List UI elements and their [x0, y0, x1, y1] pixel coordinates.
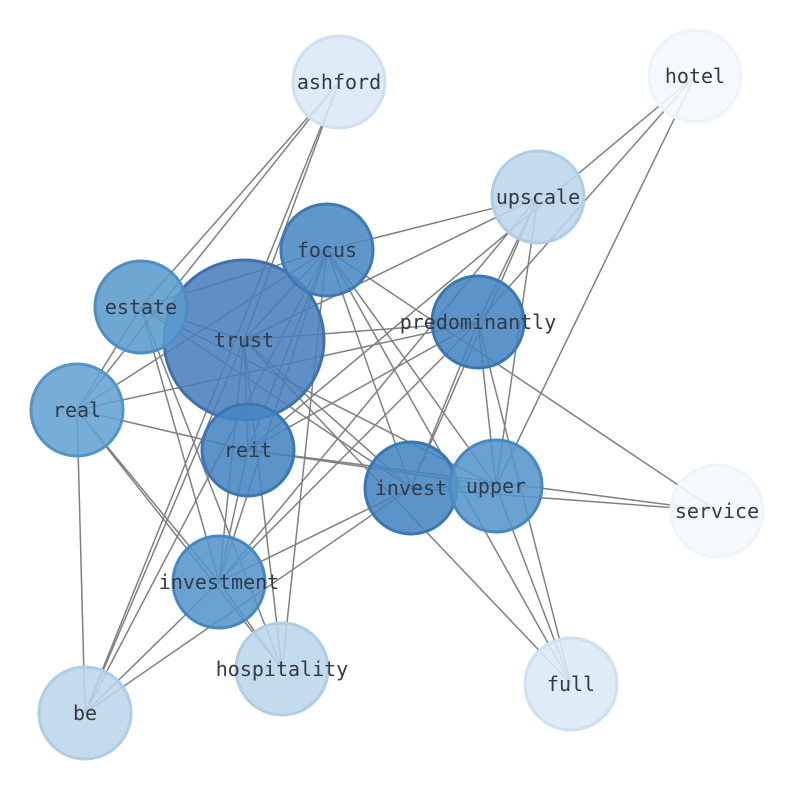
node-label-hospitality: hospitality — [216, 657, 348, 681]
edge-focus-service — [326, 249, 718, 512]
node-label-upper: upper — [466, 474, 526, 498]
node-circle-focus — [279, 202, 375, 298]
edge-estate-hospitality — [140, 306, 283, 670]
node-circle-estate — [93, 259, 189, 355]
edges-layer — [76, 75, 718, 714]
node-circle-be — [37, 665, 133, 761]
node-ashford: ashford — [291, 34, 387, 130]
edge-hotel-reit — [247, 75, 696, 451]
node-label-focus: focus — [297, 238, 357, 262]
node-hotel: hotel — [647, 28, 743, 124]
node-predominantly: predominantly — [400, 274, 557, 370]
node-estate: estate — [93, 259, 189, 355]
node-be: be — [37, 665, 133, 761]
node-focus: focus — [279, 202, 375, 298]
node-circle-ashford — [291, 34, 387, 130]
node-circle-predominantly — [430, 274, 526, 370]
edge-ashford-estate — [140, 81, 340, 308]
node-circle-hospitality — [234, 621, 330, 717]
node-label-invest: invest — [375, 476, 447, 500]
edge-upscale-investment — [218, 196, 539, 583]
node-circle-reit — [200, 402, 296, 498]
node-label-ashford: ashford — [297, 70, 381, 94]
node-investment: investment — [159, 534, 279, 630]
node-hospitality: hospitality — [216, 621, 348, 717]
node-label-service: service — [675, 499, 759, 523]
edge-real-be — [76, 409, 86, 714]
edge-hotel-upper — [495, 75, 696, 487]
node-invest: invest — [363, 440, 459, 536]
node-label-hotel: hotel — [665, 64, 725, 88]
node-circle-full — [523, 636, 619, 732]
node-label-estate: estate — [105, 295, 177, 319]
node-full: full — [523, 636, 619, 732]
node-upscale: upscale — [490, 149, 586, 245]
edge-estate-investment — [140, 306, 220, 583]
node-label-predominantly: predominantly — [400, 310, 557, 334]
node-label-real: real — [53, 398, 101, 422]
node-reit: reit — [200, 402, 296, 498]
edge-predominantly-investment — [218, 321, 479, 583]
node-circle-service — [669, 463, 765, 559]
node-label-reit: reit — [224, 438, 272, 462]
nodes-layer: trust focus estate real predominantly reit inv… — [29, 28, 765, 761]
node-label-trust: trust — [214, 328, 274, 352]
edge-focus-upper — [326, 249, 497, 487]
node-circle-hotel — [647, 28, 743, 124]
edge-ashford-real — [76, 81, 340, 411]
node-label-investment: investment — [159, 570, 279, 594]
edge-real-hospitality — [76, 409, 283, 670]
edge-hotel-predominantly — [477, 75, 696, 323]
node-circle-investment — [171, 534, 267, 630]
node-upper: upper — [448, 438, 544, 534]
node-circle-upper — [448, 438, 544, 534]
node-label-be: be — [73, 701, 97, 725]
node-label-upscale: upscale — [496, 185, 580, 209]
node-real: real — [29, 362, 125, 458]
node-circle-real — [29, 362, 125, 458]
node-service: service — [669, 463, 765, 559]
node-circle-upscale — [490, 149, 586, 245]
node-label-full: full — [547, 672, 595, 696]
